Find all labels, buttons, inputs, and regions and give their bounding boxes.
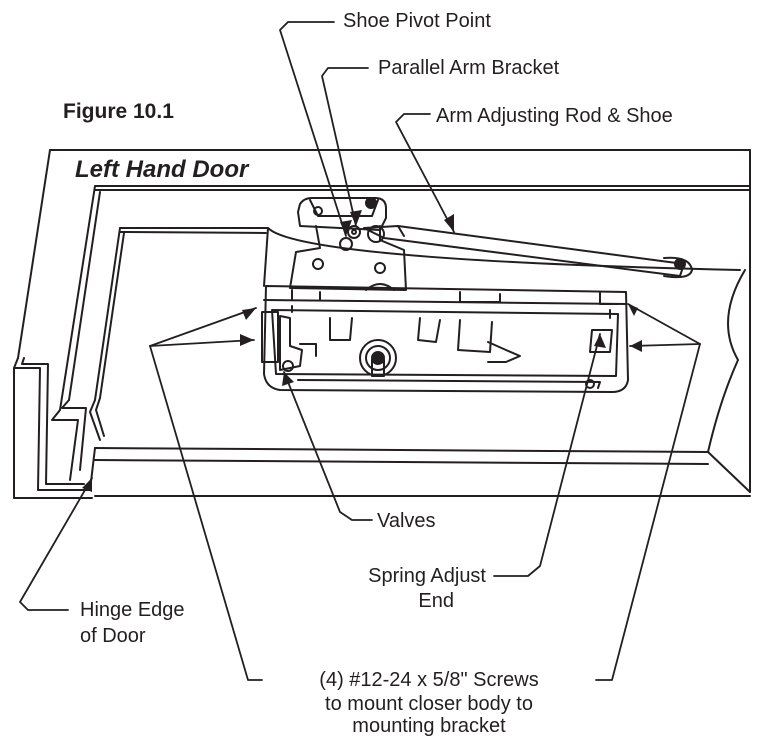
closer-body <box>261 285 629 393</box>
leader-lines <box>19 21 701 681</box>
arrow-heads <box>82 210 642 492</box>
callout-screws-line1: (4) #12-24 x 5/8" Screws <box>319 669 539 691</box>
callout-spring-adjust-line1: Spring Adjust <box>368 565 486 587</box>
callout-spring-adjust-line2: End <box>418 590 454 612</box>
door-label: Left Hand Door <box>75 156 249 183</box>
parallel-arm-bracket <box>289 197 407 291</box>
callout-shoe-pivot-point: Shoe Pivot Point <box>343 10 491 32</box>
hinge-edge-channel <box>13 357 105 499</box>
callout-screws-line3: mounting bracket <box>352 715 506 737</box>
callout-hinge-edge-line2: of Door <box>80 625 146 647</box>
arm-adjusting-rod <box>363 225 693 279</box>
callout-parallel-arm-bracket: Parallel Arm Bracket <box>378 57 560 79</box>
callout-screws-line2: to mount closer body to <box>325 693 533 715</box>
figure-label: Figure 10.1 <box>63 100 174 123</box>
callout-hinge-edge-line1: Hinge Edge <box>80 599 185 621</box>
callout-valves: Valves <box>377 510 436 532</box>
callout-arm-adjusting-rod: Arm Adjusting Rod & Shoe <box>436 105 673 127</box>
door-frame <box>17 149 751 497</box>
